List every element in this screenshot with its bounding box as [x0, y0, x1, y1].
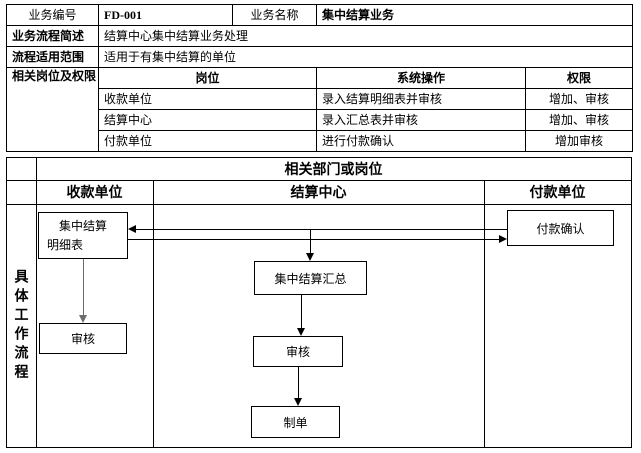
divider-lane-2 [484, 180, 485, 447]
arrowhead-to-audit-center [297, 328, 305, 336]
connector-to-summary [310, 229, 311, 253]
arrowhead-to-bill [294, 398, 302, 406]
lane-header-结算中心: 结算中心 [290, 184, 347, 200]
divider-lane-1 [153, 180, 154, 447]
workflow-diagram: 相关部门或岗位 收款单位 结算中心 付款单位 具体工作流程 集中结算 明细表 [6, 157, 632, 448]
divider-banner [7, 180, 631, 181]
flow-node-制单[interactable]: 制单 [251, 406, 340, 438]
table-row: 付款单位 进行付款确认 增加审核 [7, 130, 634, 152]
arrowhead-to-summary [306, 253, 314, 261]
flow-banner: 相关部门或岗位 [284, 161, 383, 177]
role-operation: 进行付款确认 [316, 130, 526, 152]
name-label: 业务名称 [232, 4, 317, 26]
process-info-table: 业务编号 FD-001 业务名称 集中结算业务 业务流程简述 结算中心集中结算业… [6, 4, 634, 152]
role-authority: 增加、审核 [524, 88, 634, 110]
connector-audit-to-bill [298, 367, 299, 398]
name-value: 集中结算业务 [315, 4, 634, 26]
table-row: 收款单位 录入结算明细表并审核 增加、审核 [7, 88, 634, 110]
flow-node-label-line1: 集中结算 [58, 219, 107, 233]
flow-node-审核-收款单位[interactable]: 审核 [39, 323, 127, 354]
code-label: 业务编号 [6, 4, 99, 26]
role-operation: 录入结算明细表并审核 [316, 88, 526, 110]
role-authority: 增加、审核 [524, 109, 634, 131]
lane-header-付款单位: 付款单位 [529, 184, 586, 200]
arrowhead-to-detail [128, 225, 136, 233]
flow-node-集中结算汇总[interactable]: 集中结算汇总 [254, 261, 367, 295]
flow-node-付款确认[interactable]: 付款确认 [507, 210, 614, 246]
flow-node-集中结算明细表[interactable]: 集中结算 明细表 [38, 212, 128, 259]
role-authority: 增加审核 [524, 130, 634, 152]
table-row-roles-header: 相关岗位及权限 岗位 系统操作 权限 [6, 67, 634, 152]
flow-side-label: 具体工作流程 [7, 204, 36, 447]
connector-detail-to-audit-left [83, 259, 84, 315]
role-post: 付款单位 [98, 130, 317, 152]
table-row-code: 业务编号 FD-001 业务名称 集中结算业务 [6, 4, 634, 26]
column-header-authority: 权限 [524, 67, 634, 89]
connector-detail-to-confirm [128, 239, 499, 240]
flow-node-审核-结算中心[interactable]: 审核 [253, 336, 343, 367]
summary-value: 结算中心集中结算业务处理 [97, 25, 634, 47]
table-row-summary: 业务流程简述 结算中心集中结算业务处理 [6, 25, 634, 47]
roles-label: 相关岗位及权限 [6, 67, 99, 152]
scope-label: 流程适用范围 [6, 46, 99, 68]
flow-side-label-text: 具体工作流程 [13, 268, 30, 383]
column-header-operation: 系统操作 [316, 67, 526, 89]
role-post: 收款单位 [98, 88, 317, 110]
connector-summary-to-audit [301, 295, 302, 328]
table-row: 结算中心 录入汇总表并审核 增加、审核 [7, 109, 634, 131]
code-value: FD-001 [98, 4, 233, 26]
arrowhead-to-confirm [499, 235, 507, 243]
scope-value: 适用于有集中结算的单位 [97, 46, 634, 68]
summary-label: 业务流程简述 [6, 25, 99, 47]
connector-confirm-to-detail [136, 229, 507, 230]
divider-side-label [36, 158, 37, 447]
role-post: 结算中心 [98, 109, 317, 131]
flow-node-label-line2: 明细表 [47, 238, 84, 252]
lane-header-收款单位: 收款单位 [66, 184, 123, 200]
arrowhead-to-audit-left [79, 315, 87, 323]
role-operation: 录入汇总表并审核 [316, 109, 526, 131]
divider-lane-header [7, 204, 631, 205]
table-row-scope: 流程适用范围 适用于有集中结算的单位 [6, 46, 634, 68]
column-header-post: 岗位 [98, 67, 317, 89]
